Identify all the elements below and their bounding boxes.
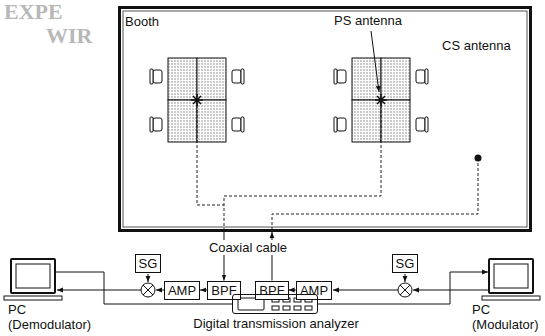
booth-inner-wall bbox=[123, 11, 527, 227]
mixer-symbol bbox=[141, 283, 155, 297]
chair bbox=[334, 117, 346, 132]
node-text: BPF bbox=[259, 283, 284, 298]
analyzer-illustration bbox=[238, 298, 312, 310]
table-panel bbox=[352, 58, 381, 100]
analyzer-screen bbox=[238, 298, 264, 310]
cs-antenna-symbol bbox=[475, 155, 482, 162]
mixer-cross bbox=[400, 285, 410, 295]
coaxial-connector bbox=[289, 290, 296, 291]
cable-dashed bbox=[224, 100, 381, 205]
leader-line bbox=[371, 31, 379, 92]
chair bbox=[232, 69, 244, 84]
node-text: Digital transmission analyzer bbox=[166, 316, 386, 331]
cable-dashed bbox=[197, 100, 478, 229]
signal-wire bbox=[156, 290, 164, 291]
cable-dashed bbox=[272, 158, 478, 229]
chair bbox=[416, 69, 428, 84]
transmission-analyzer: Digital transmission analyzer bbox=[232, 294, 318, 314]
antenna-stroke bbox=[377, 96, 385, 104]
analyzer-button bbox=[272, 306, 279, 310]
node-text: AMP bbox=[300, 283, 328, 298]
mixer-cross bbox=[143, 285, 153, 295]
chair bbox=[150, 117, 162, 132]
coaxial-connector bbox=[56, 272, 232, 304]
coaxial-connector bbox=[200, 290, 207, 291]
analyzer-button bbox=[294, 306, 301, 310]
analyzer-button bbox=[283, 306, 290, 310]
ps-antenna-symbol bbox=[191, 94, 387, 106]
signal-generator: SG bbox=[135, 254, 162, 273]
table-panel bbox=[381, 100, 410, 142]
pc-keyboard bbox=[482, 296, 540, 300]
pc-demodulator: PC (Demodulator) bbox=[10, 258, 56, 294]
node-text: PC (Modulator) bbox=[472, 302, 545, 332]
analyzer-button bbox=[305, 306, 312, 310]
amplifier-box: AMP bbox=[164, 281, 200, 300]
node-text: PC (Demodulator) bbox=[8, 302, 100, 332]
part-label: CS antenna bbox=[442, 38, 511, 53]
pc-modulator: PC (Modulator) bbox=[488, 258, 534, 294]
pc-keyboard bbox=[4, 296, 62, 300]
mixer-cross bbox=[143, 285, 153, 295]
table-panel bbox=[168, 58, 197, 100]
table-panel bbox=[168, 100, 197, 142]
node-text: Booth bbox=[125, 14, 159, 29]
signal-wire bbox=[333, 290, 398, 291]
chair bbox=[416, 117, 428, 132]
table-panel bbox=[197, 100, 226, 142]
chair bbox=[150, 69, 162, 84]
signal-generator: SG bbox=[392, 254, 419, 273]
amplifier-box: AMP bbox=[296, 281, 332, 300]
mixer-symbol bbox=[398, 283, 412, 297]
table-panel bbox=[352, 100, 381, 142]
cable-label: Coaxial cable bbox=[207, 240, 289, 255]
pc-screen bbox=[494, 264, 528, 288]
table bbox=[352, 58, 410, 142]
cable-dashed bbox=[197, 100, 224, 229]
signal-wire bbox=[57, 290, 141, 291]
table-panel bbox=[381, 58, 410, 100]
pc-screen bbox=[16, 264, 50, 288]
table-panel bbox=[197, 58, 226, 100]
mixer-cross bbox=[400, 285, 410, 295]
signal-wire bbox=[148, 274, 149, 282]
chair bbox=[334, 69, 346, 84]
node-text: SG bbox=[396, 256, 415, 271]
chair bbox=[232, 117, 244, 132]
antenna-stroke bbox=[193, 96, 201, 104]
antenna-stroke bbox=[193, 96, 201, 104]
signal-wire bbox=[405, 274, 406, 282]
watermark: EXPE bbox=[4, 0, 63, 24]
part-label: PS antenna bbox=[334, 13, 402, 28]
node-text: SG bbox=[139, 256, 158, 271]
antenna-stroke bbox=[377, 96, 385, 104]
table bbox=[168, 58, 226, 142]
bandpass-filter-box: BPF bbox=[255, 281, 288, 300]
coaxial-connector bbox=[318, 272, 488, 304]
watermark: WIR bbox=[46, 24, 92, 48]
node-text: AMP bbox=[168, 283, 196, 298]
bandpass-filter-box: BPF bbox=[207, 281, 240, 300]
